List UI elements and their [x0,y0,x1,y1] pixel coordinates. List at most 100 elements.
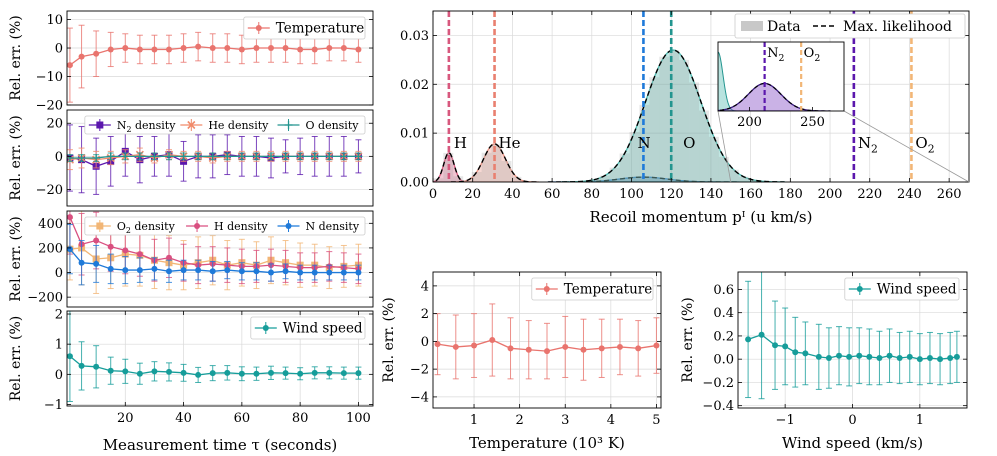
x-tick-label: 1 [470,413,478,428]
data-point [745,336,752,343]
data-point [180,369,187,376]
x-tick-label: −1 [776,413,795,428]
data-point [340,45,347,52]
data-point [926,355,933,362]
data-point [93,50,100,57]
data-point [180,267,187,274]
histogram-bar [481,152,492,182]
data-point [846,353,853,360]
histogram-bar [641,177,652,182]
y-tick-label: 0 [55,150,63,165]
data-point [67,353,73,360]
y-axis-label: Rel. err. (%) [8,15,24,100]
inset-ml-curve [718,82,831,111]
data-point [253,268,260,275]
axes-frame [66,310,374,407]
data-point [93,237,100,244]
data-point [224,267,231,274]
x-axis-label: Measurement time τ (seconds) [103,436,338,454]
series-group [67,211,362,294]
data-point [238,370,245,377]
data-point [297,370,304,377]
species-label: O [683,134,695,152]
y-tick-label: 2 [421,307,429,322]
data-point [67,246,73,253]
data-point [195,43,202,50]
data-point [772,342,779,349]
histogram-bar [689,82,700,182]
data-point [77,154,86,162]
data-point [282,268,289,275]
histogram-bar [589,179,600,182]
histogram-bar [491,144,502,182]
data-point [616,343,623,350]
x-tick-label: 2 [515,413,523,428]
histogram-bar [708,136,719,182]
data-point [311,369,318,376]
y-axis-label: Rel. err. (%) [8,316,24,401]
x-tick-label: 40 [175,411,192,426]
inset-group [718,42,831,111]
x-axis-label: Temperature (10³ K) [469,434,625,452]
data-point [166,368,172,375]
data-point [151,368,158,375]
histogram-bar [501,160,512,182]
legend-label: H density [214,220,268,233]
histogram-bar [621,178,632,182]
data-point [937,356,944,363]
x-tick-label: 80 [584,187,601,202]
x-tick-label: 220 [857,187,882,202]
data-point [136,267,143,274]
legend [84,115,366,135]
axes-frame [432,271,662,409]
data-point [209,268,216,275]
data-point [135,152,144,161]
data-point [268,369,274,376]
histogram-bar [699,110,709,182]
data-point [253,45,260,52]
y-tick-label: 400 [38,217,63,232]
data-point [916,356,923,363]
histogram-bar [599,175,610,182]
data-point [224,369,231,376]
data-point [150,152,159,161]
data-point [121,152,130,161]
data-point [355,269,362,276]
data-point [106,152,115,161]
histogram-bar [433,178,444,182]
series-group [67,24,362,103]
data-point [78,362,85,369]
data-point [268,269,274,276]
legend [250,316,366,340]
legend-label: O2 density [117,220,176,235]
data-point [544,348,550,355]
data-point [96,121,104,129]
data-point [896,355,903,362]
histogram-bar [669,50,680,182]
axes-frame [66,109,374,207]
data-point [284,121,293,129]
y-tick-label: 0 [55,42,63,57]
inset-species-label: O2 [804,46,821,64]
histogram-bar [619,153,630,182]
y-axis-label: Rel. err. (%) [8,115,24,200]
data-point [122,267,129,274]
x-tick-label: 4 [607,413,615,428]
data-point [311,46,318,53]
species-label: N [637,134,650,152]
data-point [543,286,550,292]
legend [844,277,960,301]
histogram-bar [661,178,672,182]
data-point [815,353,822,360]
data-point [122,368,129,375]
x-axis-label: Wind speed (km/s) [782,434,923,452]
y-tick-label: 0.0 [713,353,734,368]
x-tick-label: 260 [937,187,962,202]
data-point [223,152,232,161]
x-tick-label: 60 [234,411,251,426]
data-point [434,341,441,348]
